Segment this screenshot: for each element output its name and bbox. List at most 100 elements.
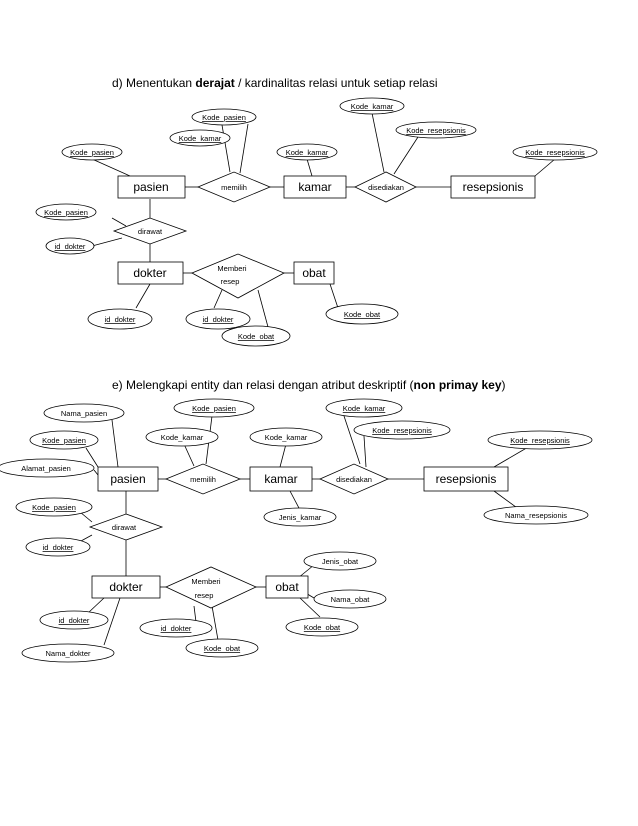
relation-memberi-label: Memberi	[217, 264, 247, 273]
attr-e-kode-pasien-ent	[29, 430, 99, 450]
attr-d-kode-kamar-disediakan-label: Kode_kamar	[351, 102, 394, 111]
attr-d-kode-pasien-memilih	[191, 108, 257, 126]
entity-e-dokter	[91, 575, 161, 599]
relation-e-memberi-label: Memberi	[191, 577, 221, 586]
attr-d-id-dokter-dirawat-label: id_dokter	[55, 242, 86, 251]
entity-resepsionis-label: resepsionis	[463, 180, 524, 194]
attr-e-kode-pasien-memilih	[173, 398, 255, 418]
relations-d	[112, 171, 417, 299]
attr-e-nama-dokter-label: Nama_dokter	[45, 649, 91, 658]
entity-e-kamar-label: kamar	[264, 472, 297, 486]
attr-d-id-dokter-ent-label: id_dokter	[105, 315, 136, 324]
attr-e-kode-pasien-memilih-label: Kode_pasien	[192, 404, 236, 413]
attr-e-kode-kamar-memilih	[145, 427, 219, 447]
attr-e-nama-obat-label: Nama_obat	[331, 595, 371, 604]
relation-dirawat	[112, 217, 188, 245]
attr-e-kode-obat-memberi-label: Kode_obat	[204, 644, 241, 653]
attr-e-id-dokter-ent-label: id_dokter	[59, 616, 90, 625]
attr-d-id-dokter-dirawat	[45, 237, 95, 255]
attr-e-kode-pasien-dirawat-label: Kode_pasien	[32, 503, 76, 512]
attr-d-kode-obat-ent	[325, 303, 399, 325]
attr-e-jenis-kamar	[263, 507, 337, 527]
attr-e-kode-kamar-ent-label: Kode_kamar	[265, 433, 308, 442]
entity-e-pasien	[97, 466, 159, 492]
entity-obat-label: obat	[302, 266, 326, 280]
relation-e-disediakan-label: disediakan	[336, 475, 372, 484]
attr-d-kode-pasien-top-label: Kode_pasien	[70, 148, 114, 157]
attr-d-kode-resepsionis-disediakan-label: Kode_resepsionis	[406, 126, 466, 135]
attr-d-kode-kamar-ent-label: Kode_kamar	[286, 148, 329, 157]
attr-d-kode-kamar-memilih-label: Kode_kamar	[179, 134, 222, 143]
relation-e-disediakan	[319, 463, 389, 495]
relation-memilih-label: memilih	[221, 183, 247, 192]
attr-e-id-dokter-memberi	[139, 618, 213, 638]
attr-d-kode-resepsionis-ent-label: Kode_resepsionis	[525, 148, 585, 157]
attr-e-kode-resepsionis-disediakan	[353, 420, 451, 440]
attr-e-jenis-obat	[303, 551, 377, 571]
relation-resep-label: resep	[221, 277, 240, 286]
relation-disediakan-label: disediakan	[368, 183, 404, 192]
attr-e-id-dokter-memberi-label: id_dokter	[161, 624, 192, 633]
diagram-d: pasien kamar resepsionis dokter obat mem…	[35, 97, 598, 347]
entity-kamar-label: kamar	[298, 180, 331, 194]
entity-e-dokter-label: dokter	[109, 580, 142, 594]
attr-d-kode-resepsionis-disediakan	[395, 121, 477, 139]
attributes-e	[0, 398, 593, 663]
entity-obat	[293, 261, 335, 285]
entity-resepsionis	[450, 175, 536, 199]
attr-d-kode-kamar-memilih	[169, 129, 231, 147]
heading-d-bold: derajat	[195, 76, 235, 90]
attr-e-kode-kamar-ent	[249, 427, 323, 447]
attr-e-nama-dokter	[21, 643, 115, 663]
entity-pasien-label: pasien	[133, 180, 168, 194]
attr-e-kode-resepsionis-ent-label: Kode_resepsionis	[510, 436, 570, 445]
heading-section-d: d) Menentukan derajat / kardinalitas rel…	[112, 76, 438, 90]
attr-e-kode-kamar-disediakan-label: Kode_kamar	[343, 404, 386, 413]
heading-section-e: e) Melengkapi entity dan relasi dengan a…	[112, 378, 506, 392]
relation-e-memberi-resep	[165, 566, 257, 609]
attr-e-id-dokter-ent	[39, 610, 109, 630]
relation-e-memilih-label: memilih	[190, 475, 216, 484]
labels-e: pasien kamar resepsionis dokter obat mem…	[21, 404, 570, 658]
attr-e-nama-obat	[313, 589, 387, 609]
attr-e-nama-resepsionis-label: Nama_resepsionis	[505, 511, 567, 520]
relation-dirawat-label: dirawat	[138, 227, 163, 236]
attributes-d	[35, 97, 598, 347]
attr-d-kode-pasien-dirawat	[35, 203, 97, 221]
entity-e-pasien-label: pasien	[110, 472, 145, 486]
attr-e-nama-pasien-label: Nama_pasien	[61, 409, 107, 418]
attr-d-id-dokter-memberi-label: id_dokter	[203, 315, 234, 324]
attr-d-id-dokter-memberi	[185, 308, 251, 330]
entity-e-kamar	[249, 466, 313, 492]
heading-e-prefix: e) Melengkapi entity dan relasi dengan a…	[112, 378, 414, 392]
attr-d-kode-kamar-disediakan	[339, 97, 405, 115]
attr-d-kode-pasien-dirawat-label: Kode_pasien	[44, 208, 88, 217]
relation-e-memilih	[164, 463, 242, 495]
attr-e-jenis-kamar-label: Jenis_kamar	[279, 513, 322, 522]
heading-d-suffix: / kardinalitas relasi untuk setiap relas…	[234, 76, 438, 90]
attr-d-kode-obat-memberi	[221, 325, 291, 347]
diagram-e: pasien kamar resepsionis dokter obat mem…	[0, 398, 593, 663]
entity-pasien	[117, 175, 186, 199]
entity-e-resepsionis-label: resepsionis	[436, 472, 497, 486]
attr-d-kode-obat-memberi-label: Kode_obat	[238, 332, 275, 341]
attr-d-id-dokter-ent	[87, 308, 153, 330]
attr-e-kode-obat-ent	[285, 617, 359, 637]
attr-e-kode-kamar-disediakan	[325, 398, 403, 418]
attr-e-kode-obat-ent-label: Kode_obat	[304, 623, 341, 632]
attr-e-kode-kamar-memilih-label: Kode_kamar	[161, 433, 204, 442]
heading-e-suffix: )	[501, 378, 506, 392]
attr-e-kode-pasien-ent-label: Kode_pasien	[42, 436, 86, 445]
relations-e	[88, 463, 389, 609]
attr-d-kode-pasien-memilih-label: Kode_pasien	[202, 113, 246, 122]
relation-disediakan	[354, 171, 417, 203]
entity-dokter-label: dokter	[133, 266, 166, 280]
attr-e-id-dokter-dirawat-label: id_dokter	[43, 543, 74, 552]
labels-d: pasien kamar resepsionis dokter obat mem…	[44, 102, 585, 341]
entity-e-obat-label: obat	[275, 580, 299, 594]
attr-e-kode-obat-memberi	[185, 638, 259, 658]
entity-kamar	[283, 175, 347, 199]
relation-e-dirawat-label: dirawat	[112, 523, 137, 532]
relation-memberi-resep	[191, 253, 285, 299]
